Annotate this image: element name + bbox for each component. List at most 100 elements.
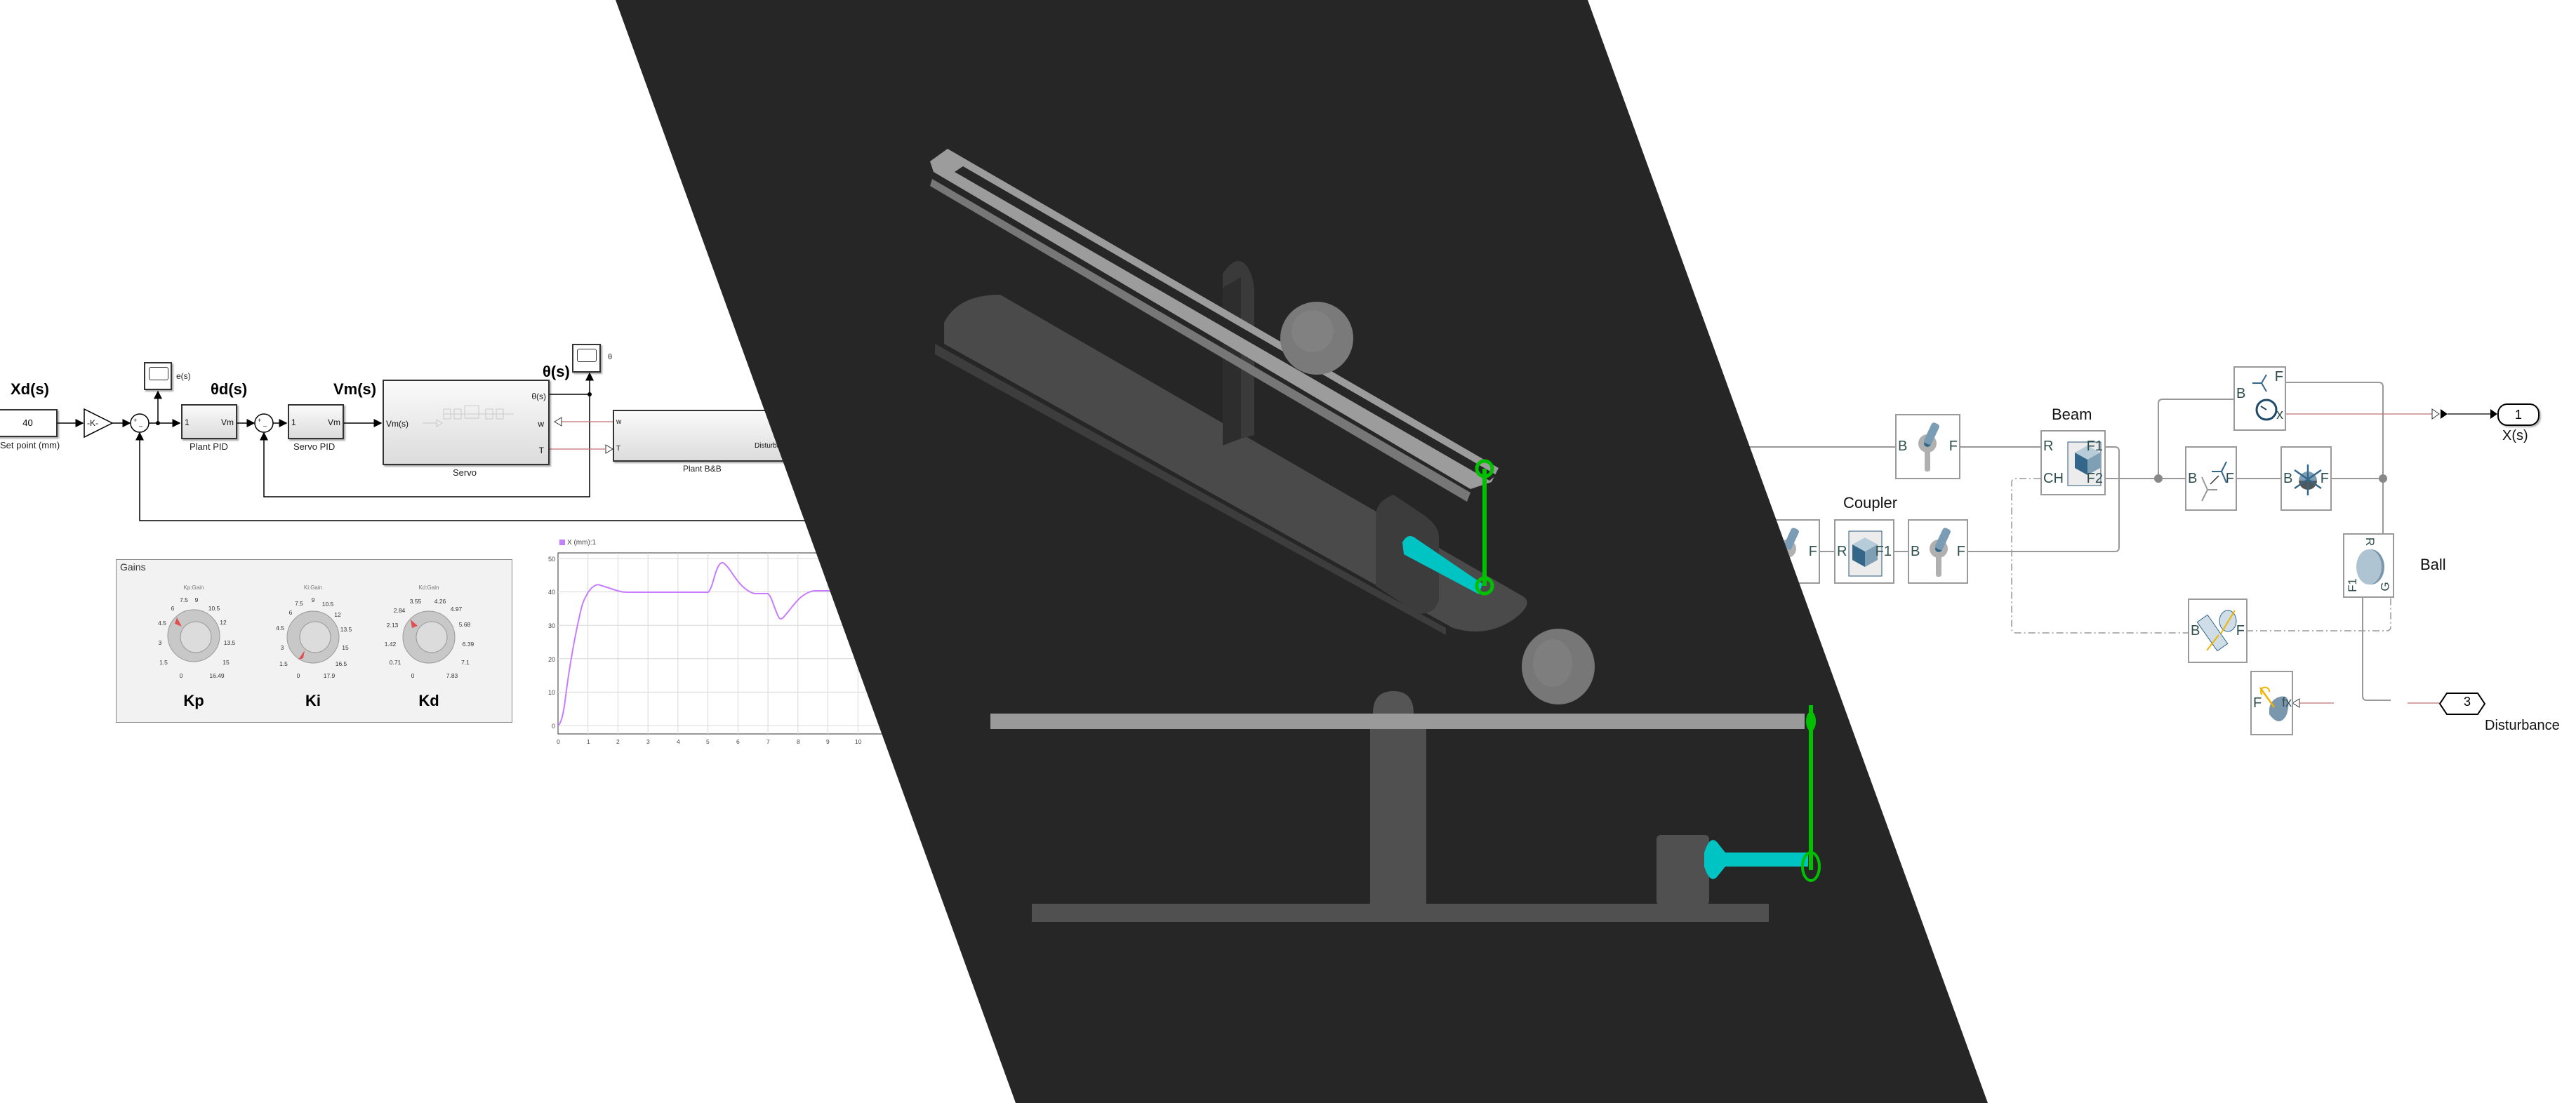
tick: 6 (171, 605, 175, 612)
y-tick: 40 (548, 589, 555, 596)
port-b: B (1898, 439, 1908, 454)
port-f1: F1 (1875, 544, 1892, 559)
gains-panel-title: Gains (120, 561, 146, 573)
tick: 3 (158, 639, 162, 646)
subsystem-preview-icon (423, 405, 514, 427)
external-force-block[interactable]: F fx (2250, 671, 2293, 735)
sum2-plus: + (258, 417, 262, 424)
scope-theta-block[interactable] (572, 344, 601, 373)
tick: 0 (179, 672, 183, 679)
tick: 4.5 (158, 620, 166, 627)
port-g: G (2378, 582, 2392, 591)
port-f: F (1948, 439, 1958, 454)
tick: 1.5 (159, 659, 168, 666)
knob-ki[interactable]: Ki:Gain 0 1.5 3 4.5 6 7.5 9 10.5 12 13.5… (253, 560, 373, 709)
knob-kd[interactable]: Kd:Gain 0 0.71 1.42 2.13 2.84 3.55 4.26 … (369, 560, 489, 709)
inport-label: Disturbance (2485, 718, 2560, 733)
servo-port-w: w (538, 419, 544, 429)
y-tick: 20 (548, 656, 555, 663)
knob-kp[interactable]: Kp:Gain 0 1.5 3 4.5 6 7.5 9 10.5 12 13.5… (134, 560, 253, 709)
tick: 13.5 (340, 626, 352, 633)
servo-pid-in: 1 (291, 417, 296, 427)
outport-x[interactable]: 1 (2497, 403, 2540, 426)
y-tick: 50 (548, 556, 555, 563)
revolute-joint-left-block[interactable]: F (1755, 519, 1820, 584)
inport-disturbance-shape[interactable] (2438, 691, 2490, 719)
port-b: B (2283, 471, 2293, 486)
coupler-solid-block[interactable]: R F1 (1834, 519, 1894, 584)
knob-kp-title: Kp:Gain (183, 584, 204, 591)
tick: 15 (223, 659, 230, 666)
port-r: R (1837, 544, 1847, 559)
revolute-joint-top-block[interactable]: B F (1895, 414, 1960, 479)
tick: 15 (342, 644, 349, 651)
inport-number: 3 (2463, 695, 2471, 709)
spatial-contact-force-block[interactable]: B F (2188, 599, 2248, 663)
transform-sensor-icon (2252, 374, 2278, 421)
external-force-icon (2259, 686, 2289, 721)
sum1-minus: _ (139, 420, 143, 427)
servo-pid-label: Servo PID (293, 441, 336, 452)
port-f2: F2 (2086, 471, 2103, 486)
signal-lines (58, 372, 814, 521)
knob-ki-title: Ki:Gain (303, 584, 323, 591)
y-tick: 30 (548, 622, 555, 629)
scope-error-label: e(s) (176, 371, 191, 381)
servo-port-theta: θ(s) (531, 392, 546, 401)
knob-dial-icon[interactable] (253, 588, 373, 700)
gain-block[interactable]: -K- (87, 418, 98, 428)
setpoint-value: 40 (22, 417, 33, 428)
port-x: x (2276, 407, 2283, 422)
tick: 0.71 (389, 659, 401, 666)
beam-title: Beam (2052, 406, 2092, 423)
port-b: B (2236, 386, 2246, 401)
knob-dial-icon[interactable] (134, 588, 253, 700)
signal-label-theta-d: θd(s) (211, 380, 248, 398)
port-ch: CH (2043, 471, 2064, 486)
servo-subsystem-block[interactable]: Vm(s) θ(s) w T (383, 380, 550, 465)
setpoint-label: Set point (mm) (0, 440, 60, 450)
tick: 1.5 (279, 660, 288, 667)
tick: 3.55 (409, 598, 422, 605)
scope-screen-icon (149, 367, 168, 380)
setpoint-constant-block[interactable]: 40 (0, 409, 58, 437)
ball-solid-block[interactable]: R F1 G (2343, 533, 2394, 598)
scope-error-block[interactable] (144, 362, 172, 390)
transform-sensor-block[interactable]: B F x (2233, 366, 2286, 431)
tick: 10.5 (321, 601, 334, 608)
outport-label: X(s) (2502, 428, 2528, 443)
plant-pid-in: 1 (185, 417, 190, 427)
port-r: R (2043, 439, 2054, 454)
signal-label-vm: Vm(s) (333, 380, 377, 398)
beam-solid-block[interactable]: R CH F1 F2 (2040, 430, 2106, 495)
knob-dial-icon[interactable] (369, 588, 489, 700)
plant-pid-label: Plant PID (190, 441, 228, 452)
gains-panel: Gains Kp:Gain 0 1.5 3 4.5 6 7.5 9 10.5 1… (116, 559, 512, 723)
servo-label: Servo (453, 467, 477, 478)
port-f: F (2320, 471, 2329, 486)
servo-pid-block[interactable]: 1 Vm (288, 404, 344, 439)
plant-pid-block[interactable]: 1 Vm (181, 404, 237, 439)
outport-number: 1 (2514, 408, 2522, 422)
knob-ki-label: Ki (305, 692, 321, 709)
spherical-joint-icon (2294, 464, 2322, 495)
tick: 16.5 (335, 660, 347, 667)
spherical-joint-block[interactable]: B F (2280, 446, 2332, 511)
tick: 4.97 (450, 606, 463, 613)
solid-file-icon (2067, 441, 2102, 486)
rigid-transform-block[interactable]: B F (2185, 446, 2237, 511)
tick: 7.83 (446, 672, 458, 679)
scope-screen-icon (577, 349, 597, 362)
port-f: F (2236, 623, 2245, 639)
x-tick: 0 (557, 738, 560, 745)
servo-port-t: T (538, 446, 544, 455)
legend-label: X (mm):1 (567, 539, 597, 547)
tick: 3 (280, 644, 284, 651)
port-b: B (1911, 544, 1920, 559)
revolute-joint-right-block[interactable]: B F (1908, 519, 1968, 584)
knob-kd-label: Kd (418, 692, 439, 709)
tick: 6 (288, 609, 293, 616)
sphere-solid-icon (2356, 549, 2384, 584)
tick: 13.5 (223, 639, 236, 646)
signal-label-xd: Xd(s) (11, 380, 49, 398)
